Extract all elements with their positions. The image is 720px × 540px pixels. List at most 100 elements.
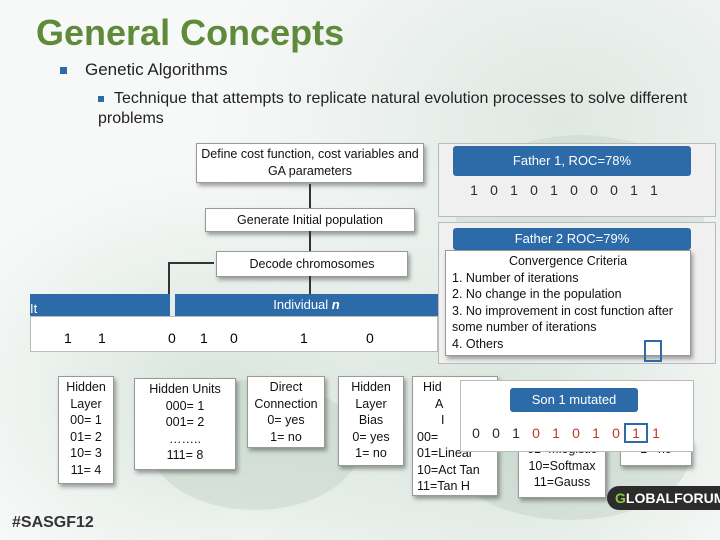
bullet-square-icon: [98, 95, 104, 102]
legend-line: 1= no: [270, 429, 302, 444]
legend-line: 001= 2: [165, 415, 205, 429]
legend-line: Layer: [355, 396, 387, 411]
legend-line: Hid: [423, 380, 442, 394]
father1-label-text: Father 1, ROC=78%: [512, 153, 632, 168]
legend-line: I: [441, 413, 445, 427]
legend-line: Connection: [254, 396, 318, 411]
chrom-bit: 0: [230, 330, 238, 346]
bit-value: 1: [592, 425, 600, 441]
legend-line: 01= 2: [70, 429, 102, 444]
legend-line: 11=Gauss: [533, 475, 591, 489]
bit-value: 0: [590, 182, 598, 198]
legend-line: 11= 4: [70, 462, 102, 477]
bit-value: 0: [490, 182, 498, 198]
convergence-item-2: 2. No change in the population: [452, 287, 622, 301]
arrow-define-to-generate: [309, 184, 311, 208]
arrow-loop-horizontal: [168, 262, 214, 264]
hashtag-label: #SASGF12: [12, 514, 94, 531]
bit-value: 1: [650, 182, 658, 198]
arrow-loop-vertical: [168, 262, 170, 294]
define-text: Define cost function, cost variables and…: [201, 147, 419, 178]
iteration-label: It: [30, 301, 38, 316]
son1-label: Son 1 mutated: [510, 388, 638, 412]
hidden-units-legend: Hidden Units 000= 1 001= 2 …….. 111= 8: [134, 378, 236, 470]
legend-line: 00=: [417, 429, 439, 444]
legend-line: 0= yes: [352, 429, 390, 444]
chrom-bit: 0: [168, 330, 176, 346]
logo-text: LOBALFORUM: [625, 490, 720, 506]
chrom-bit: 0: [366, 330, 374, 346]
decode-text: Decode chromosomes: [249, 257, 375, 271]
arrow-decode-to-individual: [309, 276, 311, 294]
chrom-bit: 1: [200, 330, 208, 346]
legend-line: 111= 8: [166, 448, 204, 462]
legend-line: Bias: [358, 413, 384, 427]
father1-label: Father 1, ROC=78%: [453, 146, 691, 176]
bullet-technique: Technique that attempts to replicate nat…: [98, 89, 708, 129]
father2-label-text: Father 2 ROC=79%: [514, 231, 630, 246]
define-cost-function-box: Define cost function, cost variables and…: [196, 143, 424, 183]
individual-bar: Individual n: [175, 294, 438, 316]
generate-text: Generate Initial population: [237, 213, 383, 227]
chromosome-row: [30, 316, 438, 352]
decode-chromosomes-box: Decode chromosomes: [216, 251, 408, 277]
legend-line: Direct: [269, 380, 303, 394]
father2-label: Father 2 ROC=79%: [453, 228, 691, 250]
legend-line: 000= 1: [165, 398, 205, 413]
arrow-generate-to-decode: [309, 231, 311, 251]
bit-value: 0: [530, 182, 538, 198]
convergence-item-4: 4. Others: [452, 336, 504, 351]
bit-value: 0: [472, 425, 480, 441]
chrom-bit: 1: [64, 330, 72, 346]
chrom-bit: 1: [300, 330, 308, 346]
individual-label: Individual: [273, 297, 329, 312]
legend-line: 00= 1: [70, 413, 102, 427]
bullet-square-icon: [60, 67, 67, 75]
legend-line: 01=Linear: [417, 446, 473, 460]
hidden-layer-bias-legend: Hidden Layer Bias 0= yes 1= no: [338, 376, 404, 466]
convergence-criteria-box: Convergence Criteria 1. Number of iterat…: [445, 250, 691, 356]
bit-value: 1: [470, 182, 478, 198]
legend-line: Layer: [70, 396, 102, 411]
chrom-bit: 1: [98, 330, 106, 346]
bit-value: 1: [652, 425, 660, 441]
legend-line: 10=Act Tan: [417, 462, 480, 477]
bit-value: 0: [610, 182, 618, 198]
generate-population-box: Generate Initial population: [205, 208, 415, 232]
legend-line: Hidden Units: [149, 382, 221, 396]
bullet-genetic-algorithms: Genetic Algorithms: [60, 60, 228, 80]
convergence-title: Convergence Criteria: [508, 254, 628, 268]
individual-n: n: [331, 297, 340, 312]
direct-connection-legend: Direct Connection 0= yes 1= no: [247, 376, 325, 448]
legend-line: 11=Tan H: [417, 479, 470, 493]
global-forum-logo: GLOBALFORUM: [607, 486, 720, 510]
bit-value: 0: [572, 425, 580, 441]
bullet-text: Technique that attempts to replicate nat…: [98, 90, 688, 127]
legend-line: 0= yes: [267, 413, 305, 427]
bit-value: 0: [532, 425, 540, 441]
convergence-item-3: 3. No improvement in cost function after…: [452, 303, 673, 335]
legend-line: 1= no: [355, 446, 387, 460]
bit-value: 1: [624, 423, 648, 443]
bit-value: 1: [630, 182, 638, 198]
bit-value: 1: [550, 182, 558, 198]
bit-value: 1: [512, 425, 520, 441]
legend-line: Hidden: [351, 380, 391, 394]
hidden-layer-legend: Hidden Layer 00= 1 01= 2 10= 3 11= 4: [58, 376, 114, 484]
convergence-item-1: 1. Number of iterations: [452, 270, 579, 285]
page-title: General Concepts: [36, 12, 345, 53]
legend-line: ……..: [169, 431, 201, 446]
legend-line: 10=Softmax: [528, 458, 596, 473]
legend-line: Hidden: [66, 380, 106, 394]
son1-label-text: Son 1 mutated: [531, 392, 617, 407]
bit-value: 1: [552, 425, 560, 441]
bit-value: 0: [492, 425, 500, 441]
logo-g: G: [615, 490, 626, 506]
bit-value: 0: [612, 425, 620, 441]
legend-line: A: [435, 396, 444, 411]
legend-line: 10= 3: [70, 446, 102, 460]
bit-value: 0: [570, 182, 578, 198]
highlight-square: [644, 340, 662, 362]
